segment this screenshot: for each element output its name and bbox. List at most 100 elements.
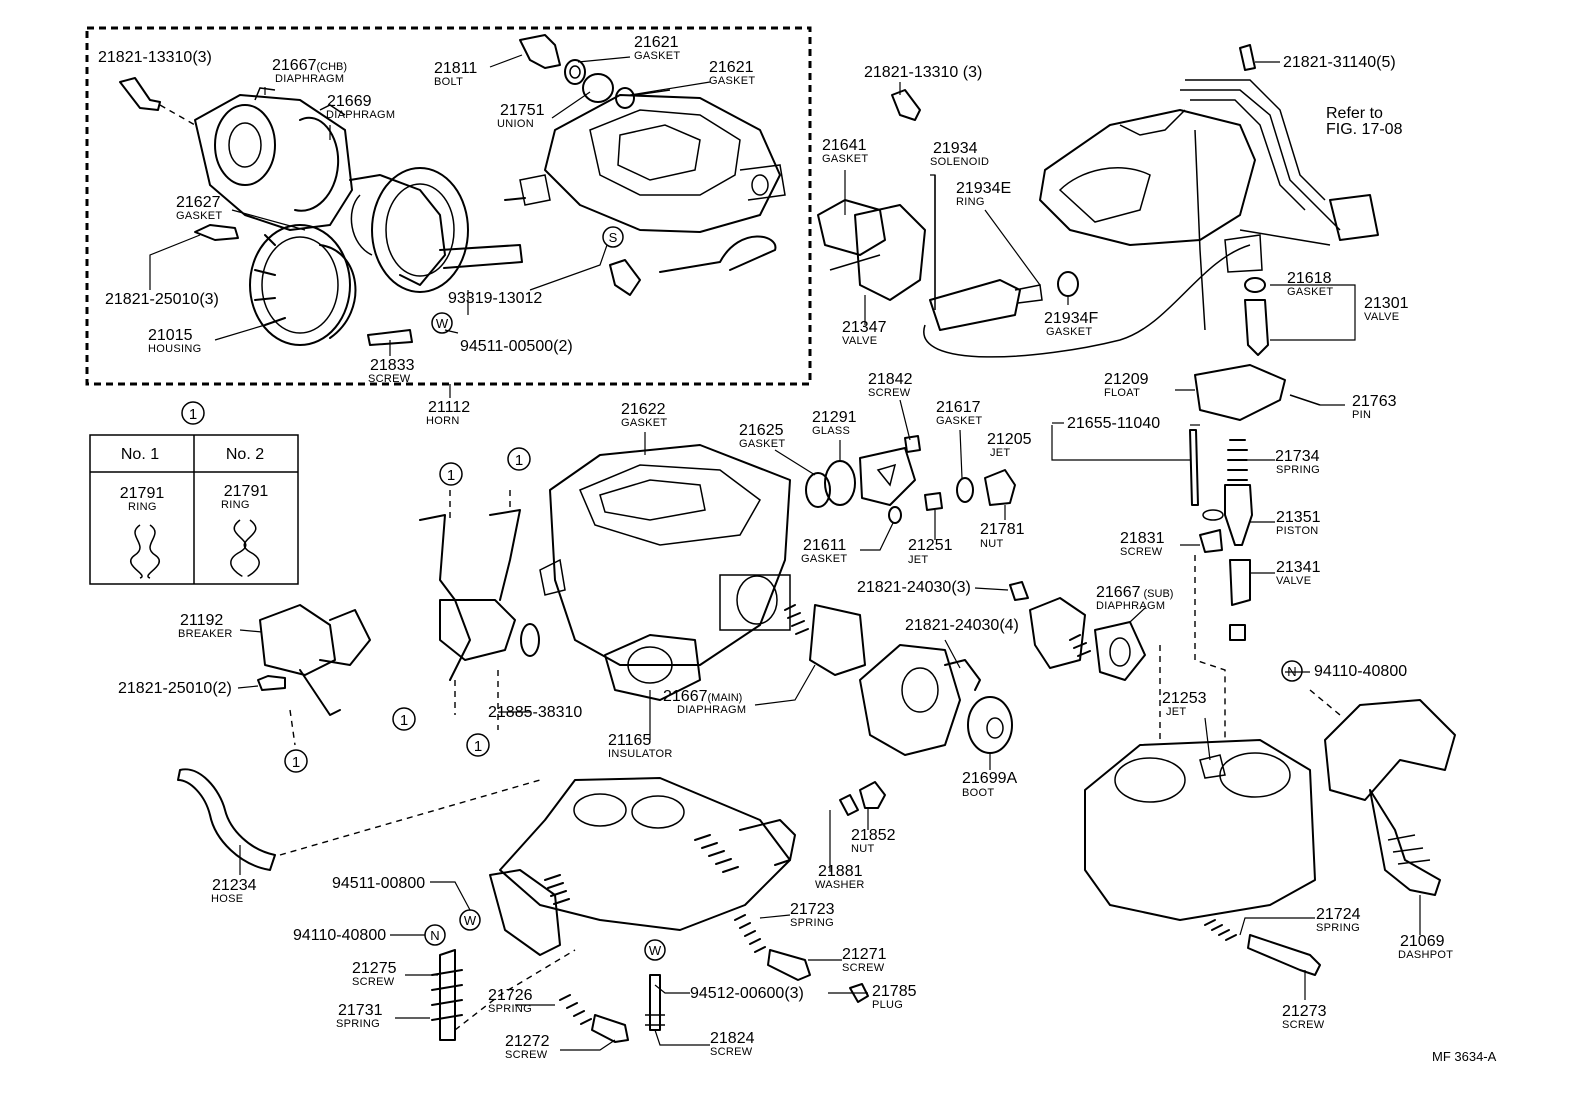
part-number: 21667(MAIN) <box>663 688 742 705</box>
screw-21831-drawing <box>1199 529 1223 553</box>
part-name: SPRING <box>1276 464 1320 476</box>
part-name: GLASS <box>812 425 850 437</box>
valve-21301-drawing <box>1244 299 1269 356</box>
screw-21272-drawing <box>591 1014 629 1043</box>
svg-text:1: 1 <box>515 452 523 469</box>
gasket-21621b-drawing <box>615 87 635 109</box>
table-header-no2: No. 2 <box>226 446 264 463</box>
part-number: 94110-40800 <box>1314 663 1407 680</box>
nut-21781-drawing <box>984 469 1016 506</box>
part-name: GASKET <box>801 553 847 565</box>
part-name: RING <box>956 196 985 208</box>
part-name: HOUSING <box>148 343 201 355</box>
part-name: SOLENOID <box>930 156 989 168</box>
screw-24030-3-drawing <box>1009 581 1029 601</box>
part-name: PISTON <box>1276 525 1319 537</box>
part-number: 21934F <box>1044 310 1098 327</box>
part-number: 21785 <box>872 983 917 1000</box>
carburetor-body-drawing <box>539 444 791 666</box>
part-name: VALVE <box>1364 311 1399 323</box>
part-number: 21731 <box>338 1002 383 1019</box>
clip-93319-drawing <box>609 259 641 296</box>
part-number: 21621 <box>634 34 679 51</box>
svg-text:W: W <box>649 943 662 958</box>
spring-21723-drawing <box>734 914 766 953</box>
part-name: GASKET <box>739 438 785 450</box>
part-number: 94110-40800 <box>293 927 386 944</box>
screw-21833-drawing <box>367 329 413 346</box>
part-number: 21611 <box>803 537 846 554</box>
part-name: INSULATOR <box>608 748 673 760</box>
part-number: 21273 <box>1282 1003 1327 1020</box>
part-number: 21618 <box>1287 270 1332 287</box>
part-number: 21234 <box>212 877 257 894</box>
valve-21347-drawing <box>854 204 926 301</box>
part-number: 21821-13310(3) <box>98 49 212 66</box>
svg-text:1: 1 <box>189 406 197 423</box>
marker-n: N <box>1281 660 1303 682</box>
part-number: 21253 <box>1162 690 1207 707</box>
part-number: 93319-13012 <box>448 290 542 307</box>
svg-text:N: N <box>1287 664 1296 679</box>
part-number: 94512-00600(3) <box>690 985 804 1002</box>
part-number: 21667(SUB) <box>1096 584 1173 601</box>
diaphragm-main-drawing <box>809 604 866 676</box>
part-number: 21272 <box>505 1033 550 1050</box>
part-number: 21821-31140(5) <box>1283 54 1396 71</box>
housing-21015-drawing <box>249 224 357 346</box>
part-number: 21934 <box>933 140 978 157</box>
svg-text:S: S <box>609 230 618 245</box>
screw-21821-13310b-drawing <box>891 89 921 121</box>
diaphragm-sub-drawing <box>1094 621 1146 681</box>
part-number: 21821-24030(4) <box>905 617 1019 634</box>
marker-1: 1 <box>439 462 463 486</box>
part-labels: 21821-13310(3) 21667(CHB) DIAPHRAGM 2166… <box>98 34 1453 1061</box>
float-21209-drawing <box>1194 364 1286 421</box>
part-name: GASKET <box>176 210 222 222</box>
part-name: DIAPHRAGM <box>275 73 344 85</box>
leader-lines <box>149 54 1421 1051</box>
svg-text:1: 1 <box>474 738 482 755</box>
marker-1: 1 <box>284 749 308 773</box>
union-21751-drawing <box>582 73 614 103</box>
screw-25010-drawing <box>194 224 239 241</box>
piston-21351-drawing <box>1224 484 1253 546</box>
screw-21824-drawing <box>649 974 661 1031</box>
part-name: FLOAT <box>1104 387 1140 399</box>
part-number: 21831 <box>1120 530 1165 547</box>
part-number: 21726 <box>488 987 533 1004</box>
part-name: DASHPOT <box>1398 949 1453 961</box>
part-number: 94511-00800 <box>332 875 425 892</box>
part-name: JET <box>908 554 928 566</box>
part-number: 21209 <box>1104 371 1149 388</box>
spring-21726-drawing <box>559 994 592 1025</box>
dashpot-bracket-drawing <box>1324 699 1456 801</box>
part-name: HORN <box>426 415 460 427</box>
marker-w: W <box>431 312 453 334</box>
part-number: 21251 <box>908 537 953 554</box>
throttle-body-drawing <box>489 777 796 956</box>
part-name: SPRING <box>1316 922 1360 934</box>
part-name: PLUG <box>872 999 903 1011</box>
svg-text:1: 1 <box>400 712 408 729</box>
spring-21734-drawing <box>1227 439 1248 481</box>
part-name: SPRING <box>336 1018 380 1030</box>
marker-1: 1 <box>181 401 205 425</box>
part-number: 21622 <box>621 401 666 418</box>
pin-21763-drawing <box>1289 394 1321 406</box>
part-number: 21811 <box>434 60 477 77</box>
figure-reference: MF 3634-A <box>1432 1049 1497 1064</box>
cover-drawing <box>859 447 916 506</box>
gasket-21618-drawing <box>1244 277 1266 293</box>
marker-1: 1 <box>507 447 531 471</box>
callout-table <box>89 434 299 585</box>
gasket-21621a-drawing <box>564 59 586 85</box>
hose-21234-drawing <box>177 768 276 871</box>
part-name: NUT <box>980 538 1004 550</box>
part-number: 21205 <box>987 431 1032 448</box>
part-name: VALVE <box>842 335 877 347</box>
screw-21271-drawing <box>767 949 811 981</box>
part-number: 21723 <box>790 901 835 918</box>
part-name: SPRING <box>488 1003 532 1015</box>
